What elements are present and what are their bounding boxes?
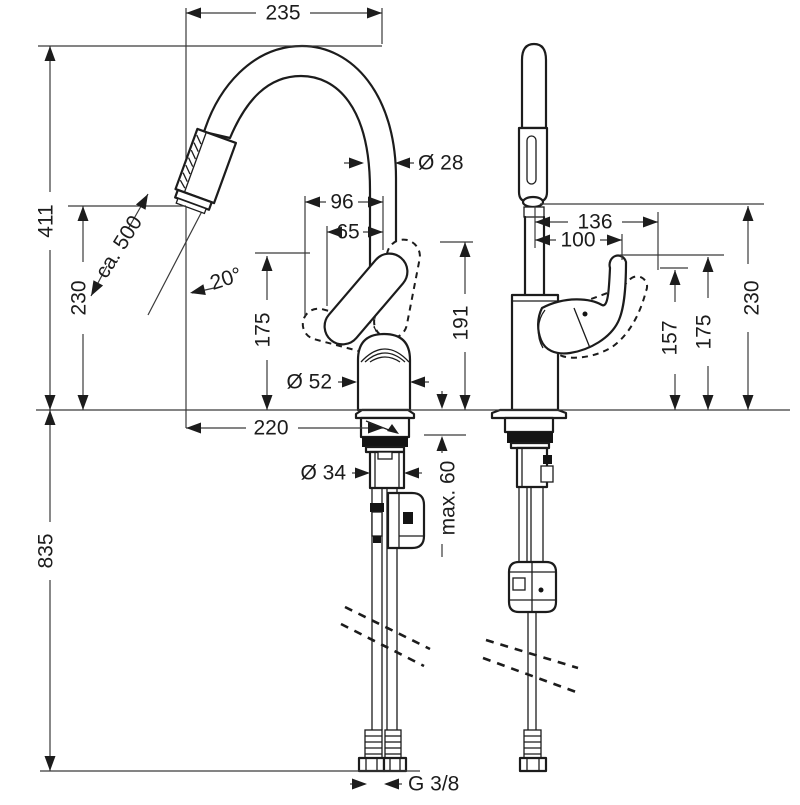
dim-label: 175: [693, 314, 716, 349]
sprayer-outlet: [521, 195, 545, 209]
dim-label: Ø 52: [286, 371, 332, 394]
dim-side-lever-reach: 100: [535, 229, 623, 260]
dim-label: 157: [659, 320, 682, 355]
lever-handle-side: [537, 254, 628, 355]
dim-label: 96: [330, 191, 353, 214]
dim-label: 835: [35, 533, 58, 568]
dim-front-overall-height: 411: [35, 46, 58, 410]
lever-handle: [323, 252, 409, 346]
hoses-side: [518, 487, 544, 730]
dim-label: Ø 34: [300, 462, 346, 485]
dim-label: 20°: [207, 263, 244, 295]
dim-label: 100: [560, 229, 595, 252]
baselines: [36, 45, 790, 772]
sprayer-side: [520, 42, 548, 130]
seal-ring: [362, 437, 408, 447]
dim-front-lever-height-max: 191: [440, 241, 473, 410]
dim-label: 191: [450, 305, 473, 340]
reference-lines-under: [147, 8, 213, 428]
dim-spray-angle: 20°: [188, 263, 245, 299]
front-view: [174, 44, 431, 773]
dim-front-spout-reach: 235: [186, 2, 383, 44]
dim-label: 230: [68, 280, 91, 315]
dim-hose-drop-height: 835: [35, 410, 58, 771]
dim-base-projection: 220: [186, 417, 383, 440]
dim-max-deck-thickness: max. 60: [424, 391, 466, 557]
dim-side-lever-height-front: 157: [659, 267, 688, 410]
dim-front-outlet-height: 230: [68, 206, 91, 410]
dim-connection-thread: G 3/8: [350, 773, 459, 796]
dim-label: 235: [265, 2, 300, 25]
pullout-sprayer: [174, 127, 238, 215]
dim-label: G 3/8: [408, 773, 459, 796]
base-flange: [354, 408, 416, 420]
dim-shank-diameter: Ø 34: [300, 462, 422, 485]
side-view: [482, 42, 649, 773]
dim-label: ca. 500: [91, 212, 147, 283]
dim-label: 411: [35, 204, 58, 237]
dim-hose-pullout: ca. 500: [86, 191, 153, 299]
dim-label: max. 60: [437, 461, 460, 536]
sprayer-grip-hatch: [179, 134, 202, 189]
dim-lever-swing: 96: [304, 191, 384, 316]
dim-side-outlet-height: 230: [741, 206, 764, 410]
dim-label: 230: [741, 280, 764, 315]
dim-side-outlet-reach: 136: [534, 206, 659, 270]
dim-label: 175: [252, 312, 275, 347]
dim-label: 220: [253, 417, 288, 440]
dim-front-lever-height-min: 175: [252, 252, 310, 410]
dim-side-lever-height-back: 175: [620, 254, 724, 410]
dim-label: 136: [577, 211, 612, 234]
dim-label: Ø 28: [418, 152, 464, 175]
dim-spout-diameter: Ø 28: [344, 152, 464, 175]
hose-connectors: [357, 729, 408, 773]
dim-lever-offset: 65: [326, 221, 383, 306]
dim-label: 65: [336, 221, 359, 244]
faucet-body: [356, 332, 412, 412]
dim-body-diameter: Ø 52: [286, 371, 429, 394]
